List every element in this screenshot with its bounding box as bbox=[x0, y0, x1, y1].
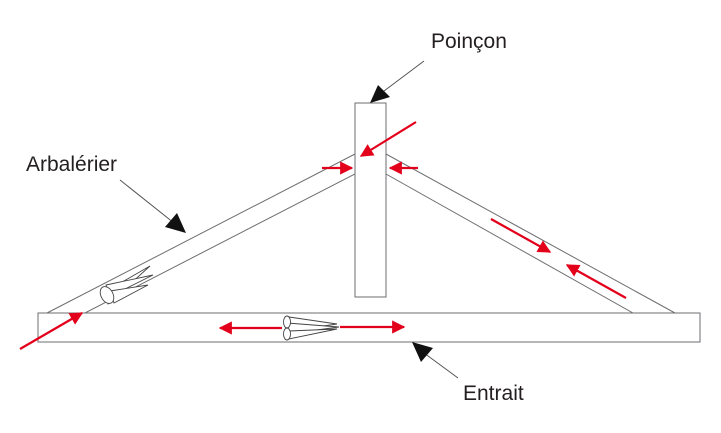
force-arrow-top-push bbox=[359, 121, 417, 157]
king-post bbox=[354, 102, 387, 298]
label-arbalerier: Arbalérier bbox=[26, 153, 117, 176]
force-arrow-left-foot bbox=[19, 312, 84, 350]
pointer-arrow-icon bbox=[370, 85, 390, 103]
arbalerier-pointer bbox=[119, 179, 186, 233]
pointer-arrow-icon bbox=[165, 213, 186, 233]
right-rafter bbox=[385, 153, 676, 314]
force-arrow-right-rafter-down bbox=[490, 218, 552, 253]
pointer-arrow-icon bbox=[412, 342, 433, 362]
rafter-grain-icon bbox=[99, 265, 154, 305]
entrait-pointer bbox=[412, 342, 459, 379]
left-rafter bbox=[46, 153, 356, 314]
label-poincon: Poinçon bbox=[431, 30, 507, 53]
label-entrait: Entrait bbox=[463, 382, 524, 405]
force-arrow-right-rafter-up bbox=[565, 264, 627, 299]
poincon-pointer bbox=[370, 60, 425, 103]
tie-beam-grain-icon bbox=[283, 315, 340, 341]
